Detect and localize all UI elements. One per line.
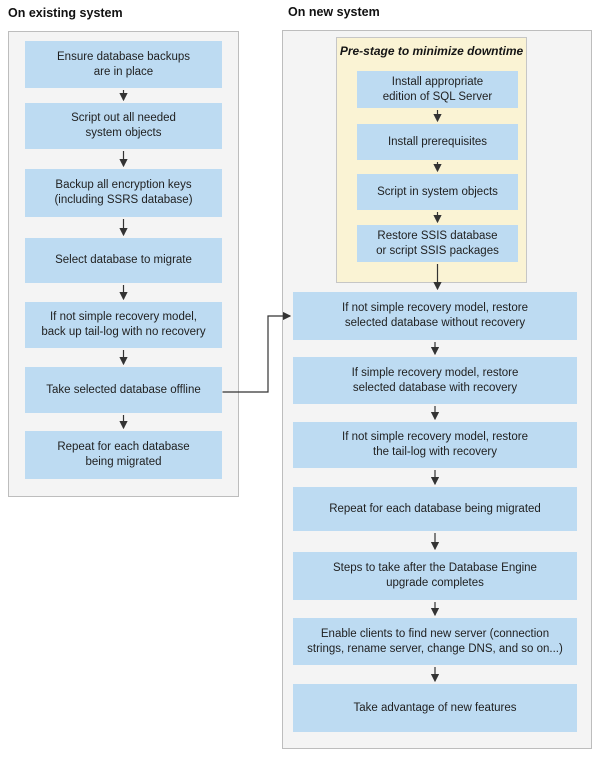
flow-step: If not simple recovery model, back up ta… — [25, 302, 222, 348]
prestage-title: Pre-stage to minimize downtime — [339, 44, 524, 58]
flow-step: Script in system objects — [357, 174, 518, 210]
flow-step: Install appropriate edition of SQL Serve… — [357, 71, 518, 108]
flow-step: Enable clients to find new server (conne… — [293, 618, 577, 665]
flow-step: Install prerequisites — [357, 124, 518, 160]
flow-step: Script out all needed system objects — [25, 103, 222, 149]
flow-step: Select database to migrate — [25, 238, 222, 283]
flow-step: Repeat for each database being migrated — [293, 487, 577, 531]
flow-step: Steps to take after the Database Engine … — [293, 552, 577, 600]
flow-step: Take advantage of new features — [293, 684, 577, 732]
flow-step: Repeat for each database being migrated — [25, 431, 222, 479]
existing-system-header: On existing system — [8, 6, 123, 20]
flow-step: If not simple recovery model, restore se… — [293, 292, 577, 340]
flow-step: Backup all encryption keys (including SS… — [25, 169, 222, 217]
flow-step: If simple recovery model, restore select… — [293, 357, 577, 404]
flow-step: Ensure database backups are in place — [25, 41, 222, 88]
flow-step: Take selected database offline — [25, 367, 222, 413]
new-system-header: On new system — [288, 5, 380, 19]
flow-step: Restore SSIS database or script SSIS pac… — [357, 225, 518, 262]
flow-step: If not simple recovery model, restore th… — [293, 422, 577, 468]
